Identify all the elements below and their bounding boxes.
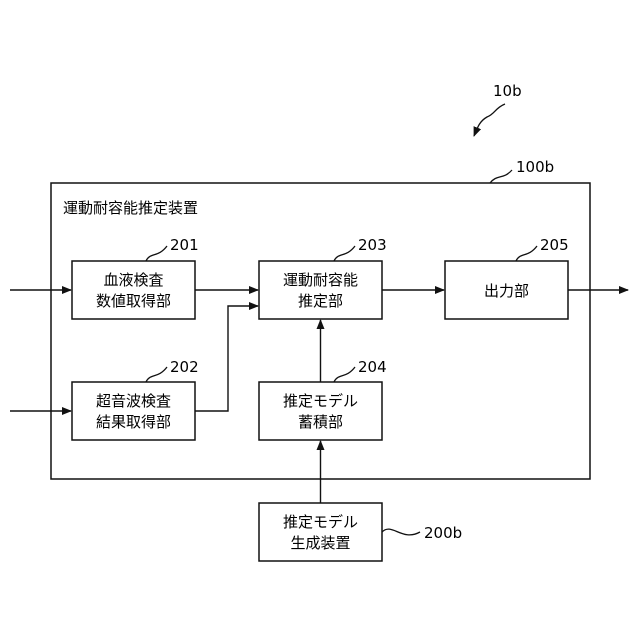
- block-204: 推定モデル 蓄積部: [259, 382, 382, 440]
- block-200b-leader: [382, 529, 420, 535]
- block-201-line1: 血液検査: [103, 271, 163, 289]
- block-205-leader: [516, 246, 537, 261]
- block-204-leader: [334, 367, 355, 382]
- device-ref-label: 100b: [516, 158, 554, 176]
- block-203-line1: 運動耐容能: [283, 271, 358, 289]
- block-201-ref: 201: [170, 236, 199, 254]
- arrow-202-to-203: [195, 306, 258, 411]
- system-ref-arrow: [474, 104, 505, 136]
- block-200b: 推定モデル 生成装置: [259, 503, 382, 561]
- block-200b-line1: 推定モデル: [283, 513, 358, 531]
- block-200b-line2: 生成装置: [290, 534, 350, 552]
- block-202: 超音波検査 結果取得部: [72, 382, 195, 440]
- block-204-line1: 推定モデル: [283, 392, 358, 410]
- system-ref-label: 10b: [493, 82, 522, 100]
- block-204-line2: 蓄積部: [298, 413, 343, 431]
- block-203-line2: 推定部: [298, 292, 343, 310]
- block-203-ref: 203: [358, 236, 387, 254]
- device-ref-leader: [490, 170, 512, 183]
- block-204-ref: 204: [358, 358, 387, 376]
- block-205-line1: 出力部: [484, 282, 529, 300]
- device-title: 運動耐容能推定装置: [63, 199, 198, 217]
- block-202-leader: [146, 367, 167, 382]
- block-205: 出力部: [445, 261, 568, 319]
- block-201-line2: 数値取得部: [96, 292, 171, 310]
- block-202-ref: 202: [170, 358, 199, 376]
- block-200b-ref: 200b: [424, 524, 462, 542]
- block-205-ref: 205: [540, 236, 569, 254]
- block-201: 血液検査 数値取得部: [72, 261, 195, 319]
- block-201-leader: [146, 246, 167, 261]
- block-203: 運動耐容能 推定部: [259, 261, 382, 319]
- block-203-leader: [334, 246, 355, 261]
- block-202-line1: 超音波検査: [96, 392, 171, 410]
- block-202-line2: 結果取得部: [96, 413, 171, 431]
